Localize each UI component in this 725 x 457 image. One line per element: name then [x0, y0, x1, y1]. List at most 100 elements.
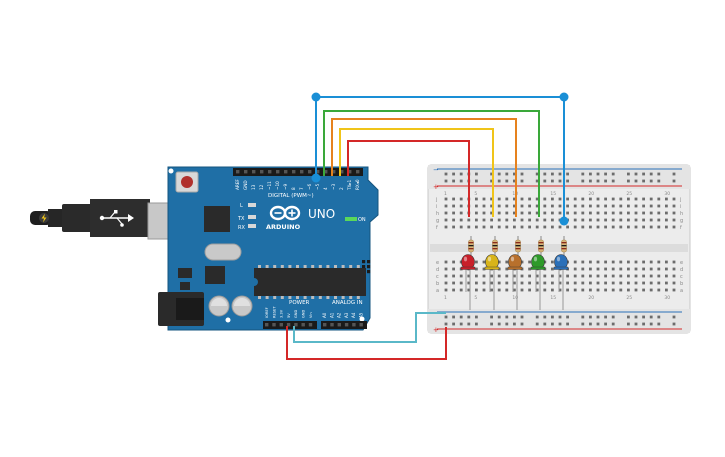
breadboard-hole[interactable] [452, 274, 455, 278]
breadboard-hole[interactable] [444, 211, 448, 215]
breadboard-hole[interactable] [634, 204, 638, 208]
breadboard-hole[interactable] [497, 218, 501, 222]
breadboard-hole[interactable] [505, 211, 509, 215]
breadboard-hole[interactable] [558, 197, 562, 201]
breadboard-hole[interactable] [528, 197, 531, 201]
breadboard-hole[interactable] [535, 211, 539, 215]
breadboard-hole[interactable] [551, 225, 554, 229]
breadboard-hole[interactable] [520, 204, 524, 208]
breadboard-hole[interactable] [604, 211, 607, 215]
rail-hole[interactable] [657, 315, 661, 319]
breadboard-hole[interactable] [551, 204, 554, 208]
wire-yellow[interactable] [339, 128, 494, 217]
breadboard-hole[interactable] [566, 288, 569, 292]
breadboard-hole[interactable] [475, 204, 478, 208]
rail-hole[interactable] [505, 179, 509, 183]
breadboard-hole[interactable] [627, 260, 630, 264]
breadboard-hole[interactable] [475, 267, 478, 271]
breadboard-hole[interactable] [475, 288, 478, 292]
breadboard-hole[interactable] [520, 225, 524, 229]
breadboard-hole[interactable] [619, 218, 623, 222]
rail-hole[interactable] [520, 315, 524, 319]
breadboard-hole[interactable] [611, 197, 615, 201]
breadboard-hole[interactable] [520, 274, 524, 278]
breadboard-hole[interactable] [482, 281, 486, 285]
breadboard-hole[interactable] [611, 281, 615, 285]
breadboard-hole[interactable] [581, 281, 585, 285]
breadboard-hole[interactable] [672, 211, 676, 215]
breadboard-hole[interactable] [665, 211, 668, 215]
breadboard-hole[interactable] [604, 225, 607, 229]
wire-joint[interactable] [559, 92, 569, 102]
breadboard-hole[interactable] [665, 225, 668, 229]
breadboard-hole[interactable] [649, 211, 653, 215]
breadboard-hole[interactable] [444, 197, 448, 201]
digital-pin-hole[interactable] [348, 170, 352, 174]
breadboard-hole[interactable] [444, 204, 448, 208]
breadboard-hole[interactable] [505, 260, 509, 264]
breadboard-hole[interactable] [551, 274, 554, 278]
breadboard-hole[interactable] [611, 288, 615, 292]
breadboard-hole[interactable] [467, 288, 471, 292]
rail-hole[interactable] [611, 172, 615, 176]
breadboard-hole[interactable] [649, 197, 653, 201]
rail-hole[interactable] [566, 322, 569, 326]
breadboard-hole[interactable] [642, 274, 645, 278]
breadboard-hole[interactable] [627, 288, 630, 292]
breadboard-hole[interactable] [604, 267, 607, 271]
breadboard-hole[interactable] [649, 274, 653, 278]
wire-orange[interactable] [331, 118, 517, 217]
breadboard-hole[interactable] [467, 274, 471, 278]
breadboard-hole[interactable] [573, 288, 577, 292]
breadboard-hole[interactable] [513, 288, 516, 292]
rail-hole[interactable] [581, 322, 585, 326]
breadboard-hole[interactable] [642, 260, 645, 264]
breadboard-hole[interactable] [581, 274, 585, 278]
breadboard-hole[interactable] [619, 197, 623, 201]
rail-hole[interactable] [604, 179, 607, 183]
digital-pin-hole[interactable] [340, 170, 344, 174]
breadboard-hole[interactable] [475, 218, 478, 222]
wire-green[interactable] [323, 110, 540, 217]
breadboard-hole[interactable] [672, 225, 676, 229]
breadboard-hole[interactable] [566, 274, 569, 278]
breadboard-hole[interactable] [520, 281, 524, 285]
rail-hole[interactable] [589, 179, 592, 183]
rail-hole[interactable] [505, 172, 509, 176]
rail-hole[interactable] [558, 315, 562, 319]
rail-hole[interactable] [596, 315, 600, 319]
breadboard-hole[interactable] [589, 225, 592, 229]
rail-hole[interactable] [475, 172, 478, 176]
breadboard-hole[interactable] [452, 197, 455, 201]
breadboard-hole[interactable] [627, 211, 630, 215]
breadboard-hole[interactable] [589, 281, 592, 285]
breadboard-hole[interactable] [505, 281, 509, 285]
breadboard-hole[interactable] [657, 211, 661, 215]
breadboard-hole[interactable] [482, 274, 486, 278]
rail-hole[interactable] [634, 315, 638, 319]
breadboard-hole[interactable] [581, 260, 585, 264]
breadboard-hole[interactable] [543, 260, 547, 264]
rail-hole[interactable] [558, 179, 562, 183]
wire-red[interactable] [347, 140, 470, 217]
breadboard-hole[interactable] [642, 267, 645, 271]
rail-hole[interactable] [634, 179, 638, 183]
breadboard-hole[interactable] [558, 204, 562, 208]
breadboard-hole[interactable] [649, 218, 653, 222]
breadboard-hole[interactable] [566, 281, 569, 285]
breadboard-hole[interactable] [642, 211, 645, 215]
breadboard-hole[interactable] [619, 288, 623, 292]
wire-joint[interactable] [311, 92, 321, 102]
breadboard-hole[interactable] [490, 204, 493, 208]
breadboard-hole[interactable] [482, 225, 486, 229]
breadboard-hole[interactable] [657, 225, 661, 229]
rail-hole[interactable] [642, 172, 645, 176]
breadboard-hole[interactable] [497, 288, 501, 292]
analog-pin-hole[interactable] [337, 323, 341, 327]
breadboard-hole[interactable] [627, 281, 630, 285]
breadboard-hole[interactable] [520, 218, 524, 222]
breadboard-hole[interactable] [581, 267, 585, 271]
rail-hole[interactable] [475, 179, 478, 183]
